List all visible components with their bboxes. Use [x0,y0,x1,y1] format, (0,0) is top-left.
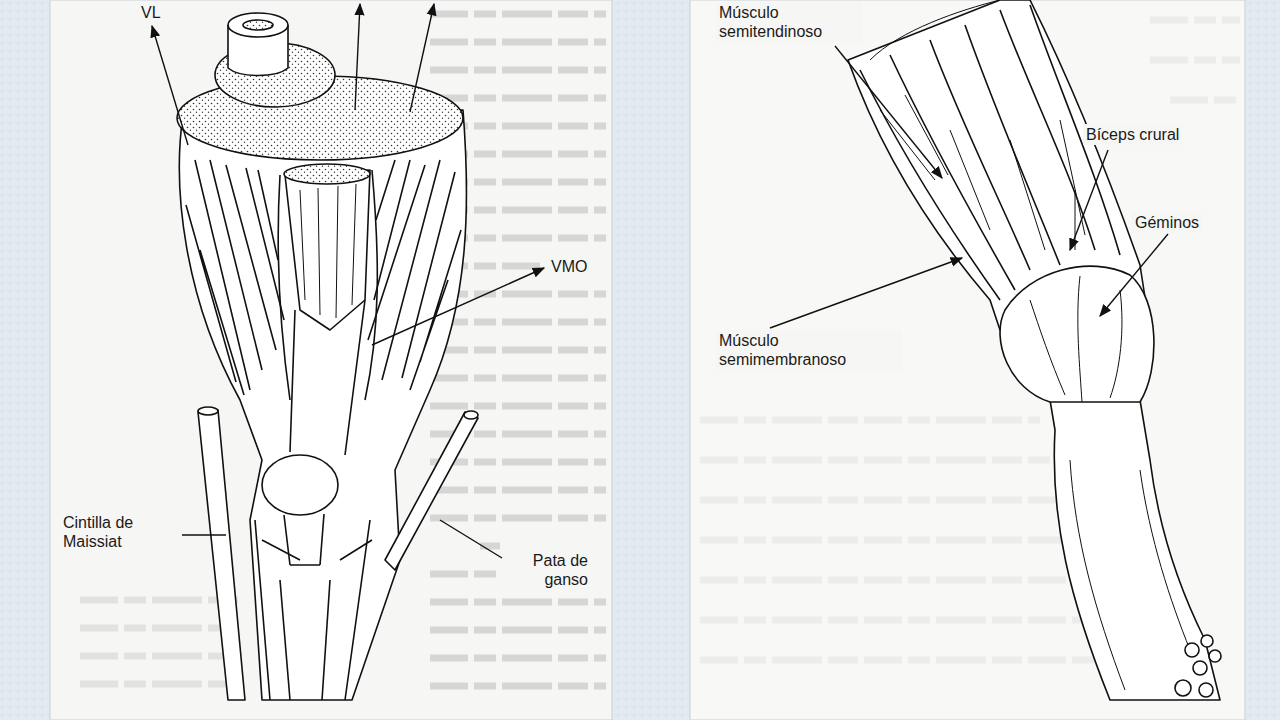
leader-line-part [182,534,226,535]
hamstring-figure-part [1185,643,1199,657]
part-label: Músculo semitendinoso [716,2,862,42]
label-slot: VMO [548,256,590,277]
hamstring-figure-part [1201,635,1213,647]
part-label: Cintilla de Maissiat [60,512,178,552]
quadriceps-figure-part [198,410,245,700]
quadriceps-figure-part [228,13,288,37]
quadriceps-figure-part [243,20,273,30]
hamstring-figure-part [1209,650,1221,662]
hamstring-figure-part [1199,683,1213,697]
leader-line-part [410,4,434,112]
leader-line-part [1100,234,1168,316]
part-label: VMO [548,256,590,277]
quadriceps-figure-part [368,160,461,390]
hamstring-figure-part [860,5,1120,300]
quadriceps-figure-part [198,407,218,415]
hamstring-figure-part [1000,266,1154,402]
quadriceps-figure-part [284,164,370,184]
hamstring-figure-part [1193,661,1207,675]
quadriceps-figure-part [290,300,365,455]
quadriceps-figure-part [300,184,356,318]
leader-line-part [372,268,544,345]
part-label: Géminos [1132,212,1202,233]
leader-line-part [835,46,942,178]
leader-line-part [440,520,502,558]
background-part [50,0,612,720]
quadriceps-figure-part [262,455,338,515]
part-label: Pata de ganso [505,550,591,590]
label-slot: Bíceps crural [1083,124,1182,145]
hamstring-figure-part [1175,680,1191,696]
hamstring-figure-part [870,0,1000,60]
label-slot: Músculo semitendinoso [716,2,862,42]
hamstring-figure-part [1070,460,1190,690]
quadriceps-figure-part [186,160,284,395]
quadriceps-figure-part [385,412,478,570]
quadriceps-figure-part [179,110,466,700]
quadriceps-figure-part [255,520,372,700]
quadriceps-figure-part [464,411,478,419]
label-slot: Cintilla de Maissiat [60,512,178,552]
hamstring-figure-part [1050,400,1220,700]
quadriceps-figure [177,13,478,700]
label-slot: Músculo semimembranoso [716,330,902,370]
part-label: Músculo semimembranoso [716,330,902,370]
hamstring-figure [848,0,1221,700]
quadriceps-figure-part [284,514,324,565]
hamstring-figure-part [880,95,1085,250]
leader-line [152,4,544,558]
part-label: VL [138,2,164,23]
leader-line [770,46,1168,328]
leader-line-part [1070,150,1108,250]
leader-line-part [152,26,188,145]
leader-line-part [355,4,360,110]
leader-line-part [770,258,962,328]
label-slot: Géminos [1132,212,1202,233]
label-slot: VL [138,2,164,23]
quadriceps-figure-part [285,170,370,330]
hamstring-figure-part [1030,276,1122,402]
part-label: Bíceps crural [1083,124,1182,145]
background-part [690,0,1245,720]
show-through-text-part [80,600,240,684]
label-slot: Pata de ganso [505,550,591,590]
